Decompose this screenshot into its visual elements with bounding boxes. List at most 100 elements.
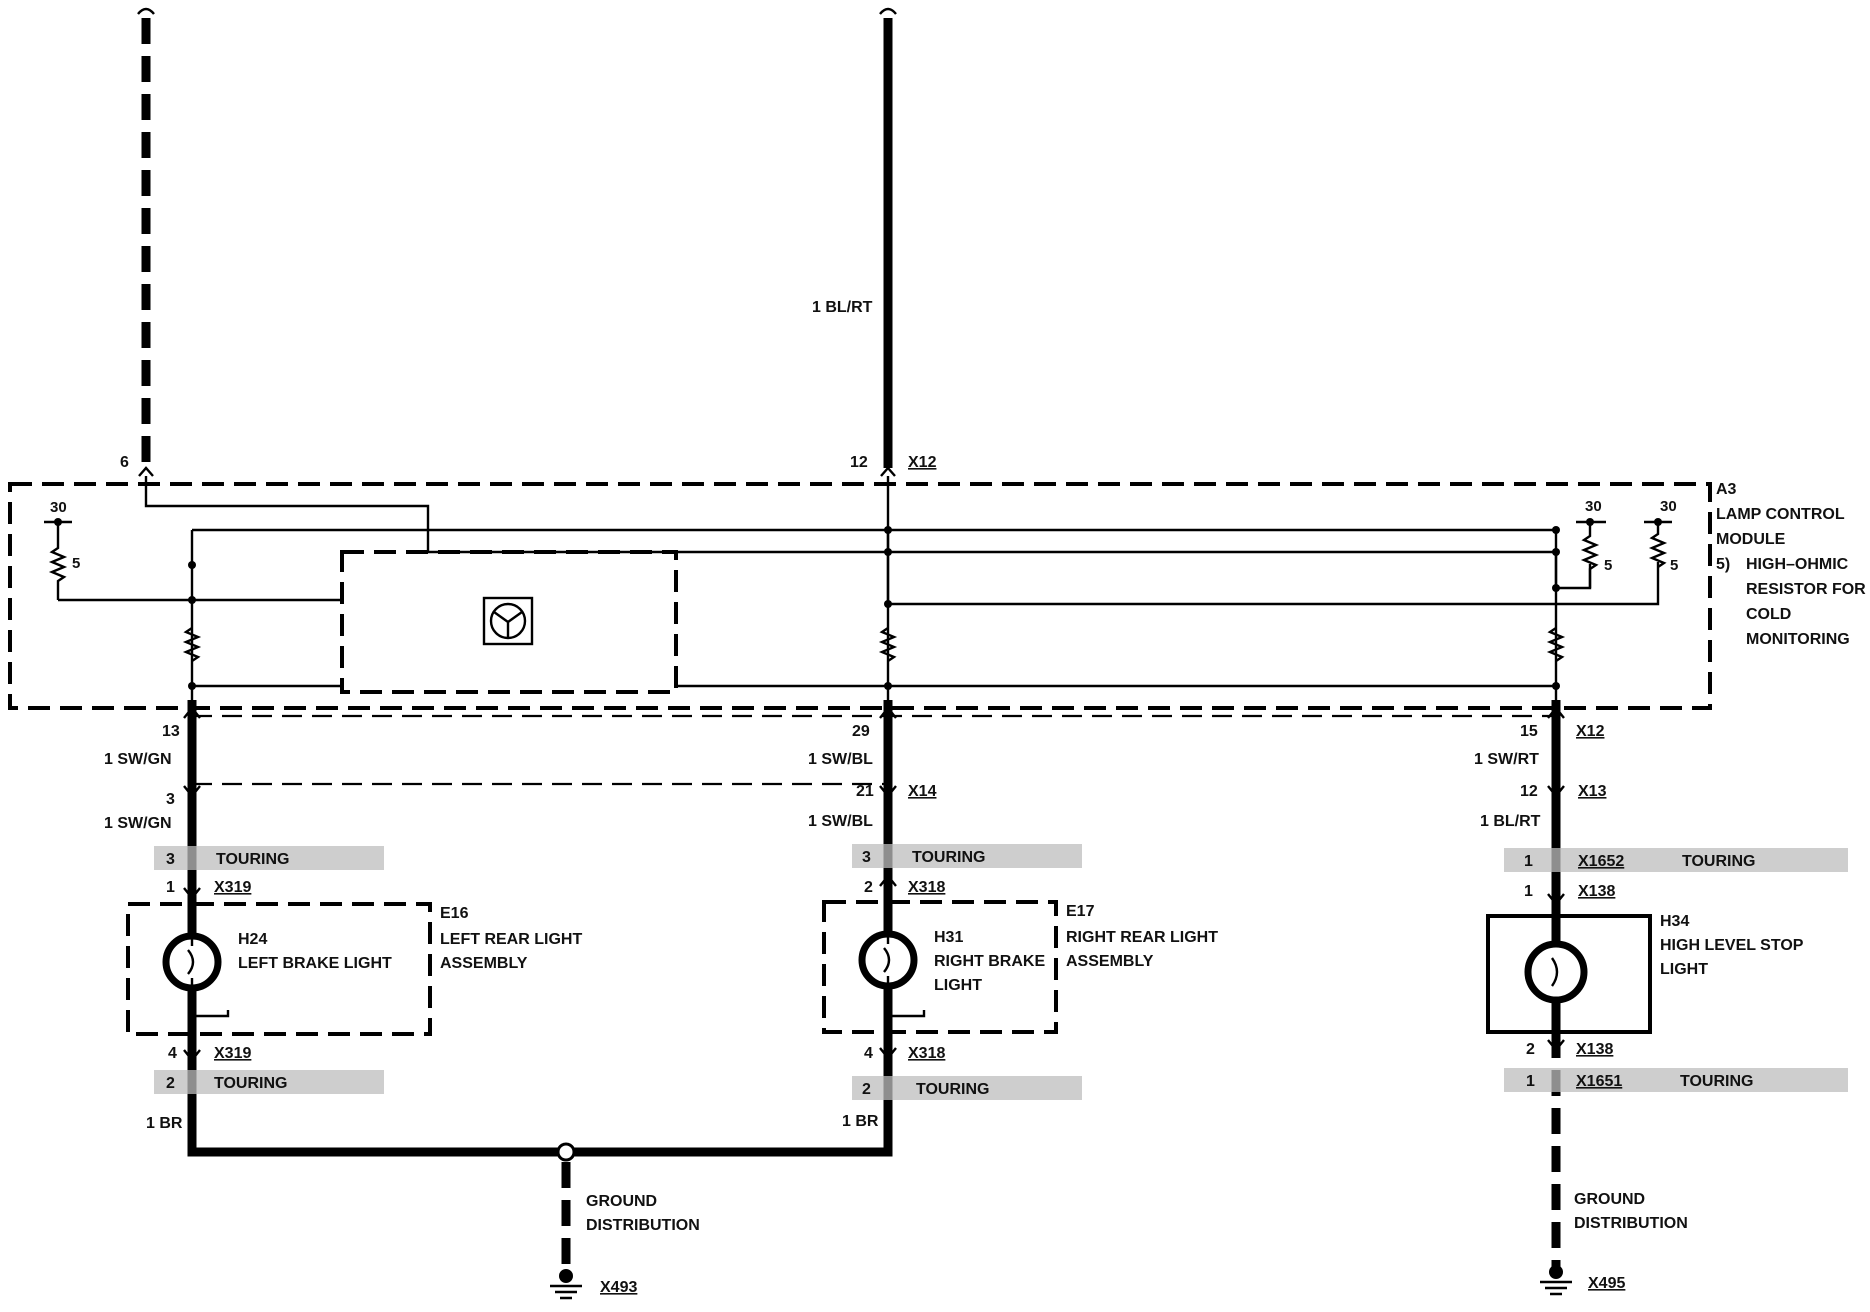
- resistor-left: [182, 627, 202, 662]
- ground-right-2: DISTRIBUTION: [1574, 1215, 1688, 1232]
- right-pin-top: 1: [1524, 883, 1533, 900]
- left-touring-pin2: 2: [166, 1075, 175, 1092]
- top-left-wire: [137, 7, 155, 468]
- right-pin-module: 15: [1520, 723, 1538, 740]
- right-pin-arrow-4: [1547, 1039, 1565, 1052]
- center-pin-arrow-2: [879, 785, 897, 798]
- module-name-2: MODULE: [1716, 531, 1786, 548]
- module-note-3: COLD: [1746, 606, 1791, 623]
- right-lamp-filament: [1551, 957, 1559, 987]
- left-pin-bottom: 4: [168, 1045, 177, 1062]
- right-pin-arrow-2: [1547, 785, 1565, 798]
- center-touring-shade-1: [852, 844, 1082, 868]
- left-pin-6: 6: [120, 454, 129, 471]
- center-touring-pin2: 2: [862, 1081, 871, 1098]
- right-lamp-2: LIGHT: [1660, 961, 1708, 978]
- module-note-4: MONITORING: [1746, 631, 1850, 648]
- center-pin-top: 2: [864, 879, 873, 896]
- center-touring-label: TOURING: [912, 849, 985, 866]
- left-lamp-filament: [187, 938, 195, 986]
- center-pin-12: 12: [850, 454, 868, 471]
- left-lamp-ground-tap: [192, 1010, 230, 1018]
- center-conn-top: X318: [908, 879, 945, 896]
- right-rear-light-assembly-box: [822, 900, 1058, 1034]
- left-pin-arrow-3: [183, 887, 201, 900]
- ground-left-1: GROUND: [586, 1193, 657, 1210]
- lamp-control-module-box: [8, 482, 1712, 710]
- terminal-30-right-2: [1644, 518, 1672, 568]
- left-pin-arrow-4: [183, 1049, 201, 1062]
- ground-symbol-left: [550, 1269, 582, 1300]
- module-note-num: 5): [1716, 556, 1730, 573]
- left-assembly-1: LEFT REAR LIGHT: [440, 931, 582, 948]
- right-touring-conn: X1652: [1578, 853, 1624, 870]
- left-lamp-name: LEFT BRAKE LIGHT: [238, 955, 392, 972]
- center-conn-bottom: X318: [908, 1045, 945, 1062]
- center-touring-label2: TOURING: [916, 1081, 989, 1098]
- module-note-1: HIGH–OHMIC: [1746, 556, 1849, 573]
- left-pin-top: 1: [166, 879, 175, 896]
- center-lamp-ref: H31: [934, 929, 963, 946]
- center-lamp-ground-tap: [888, 1010, 926, 1018]
- right-touring-label: TOURING: [1682, 853, 1755, 870]
- ground-left-2: DISTRIBUTION: [586, 1217, 700, 1234]
- right-touring-label2: TOURING: [1680, 1073, 1753, 1090]
- right-pin-arrow-3: [1547, 893, 1565, 906]
- left-pin-arrow-2: [183, 785, 201, 798]
- ground-splice-left: [556, 1142, 576, 1162]
- terminal-30-right-1: [1576, 518, 1606, 588]
- right-touring-conn2: X1651: [1576, 1073, 1622, 1090]
- module-ref: A3: [1716, 481, 1737, 498]
- center-wire-2: 1 SW/BL: [808, 813, 873, 830]
- right-conn-top: X138: [1578, 883, 1615, 900]
- module-internal-wiring: [58, 476, 1660, 700]
- ground-right-1: GROUND: [1574, 1191, 1645, 1208]
- center-assembly-ref: E17: [1066, 903, 1095, 920]
- center-assembly-2: ASSEMBLY: [1066, 953, 1154, 970]
- controller-box: [340, 550, 678, 694]
- ground-left-conn: X493: [600, 1279, 637, 1296]
- res5-left-label: 5: [72, 555, 80, 572]
- center-conn-x14: X14: [908, 783, 937, 800]
- left-touring-pin: 3: [166, 851, 175, 868]
- center-pin-x14: 21: [856, 783, 874, 800]
- right-touring-shade-2: [1504, 1068, 1848, 1092]
- right-pin-arrow-1: [1547, 706, 1565, 719]
- right-wire-2: 1 BL/RT: [1480, 813, 1541, 830]
- left-touring-label2: TOURING: [214, 1075, 287, 1092]
- ground-symbol-right: [1540, 1265, 1572, 1296]
- center-pin-arrow-3: [879, 874, 897, 887]
- left-rear-light-assembly-box: [126, 902, 432, 1036]
- left-conn-top: X319: [214, 879, 251, 896]
- right-touring-pin2: 1: [1526, 1073, 1535, 1090]
- center-pin-arrow-1: [879, 706, 897, 719]
- left-conn-bottom: X319: [214, 1045, 251, 1062]
- term30-r1-label: 30: [1585, 498, 1602, 515]
- right-wire-1: 1 SW/RT: [1474, 751, 1539, 768]
- left-assembly-ref: E16: [440, 905, 469, 922]
- center-wire-color: 1 BL/RT: [812, 299, 873, 316]
- left-wire-1: 1 SW/GN: [104, 751, 172, 768]
- center-pin-module: 29: [852, 723, 870, 740]
- ground-right-conn: X495: [1588, 1275, 1625, 1292]
- left-branch-wire: [187, 700, 893, 1157]
- pin-arrow-center: [880, 466, 896, 477]
- module-name-1: LAMP CONTROL: [1716, 506, 1845, 523]
- center-wire-1: 1 SW/BL: [808, 751, 873, 768]
- high-level-stop-light-box: [1486, 914, 1652, 1034]
- center-lamp-2: LIGHT: [934, 977, 982, 994]
- center-pin-arrow-4: [879, 1047, 897, 1060]
- left-pin-x14: 3: [166, 791, 175, 808]
- left-lamp-ref: H24: [238, 931, 267, 948]
- left-pin-module: 13: [162, 723, 180, 740]
- center-assembly-1: RIGHT REAR LIGHT: [1066, 929, 1218, 946]
- left-wire-2: 1 SW/GN: [104, 815, 172, 832]
- center-pin-bottom: 4: [864, 1045, 873, 1062]
- res5-r1-label: 5: [1604, 557, 1612, 574]
- right-pin-bottom: 2: [1526, 1041, 1535, 1058]
- center-ground-wire: 1 BR: [842, 1113, 879, 1130]
- left-ground-wire: 1 BR: [146, 1115, 183, 1132]
- left-touring-label: TOURING: [216, 851, 289, 868]
